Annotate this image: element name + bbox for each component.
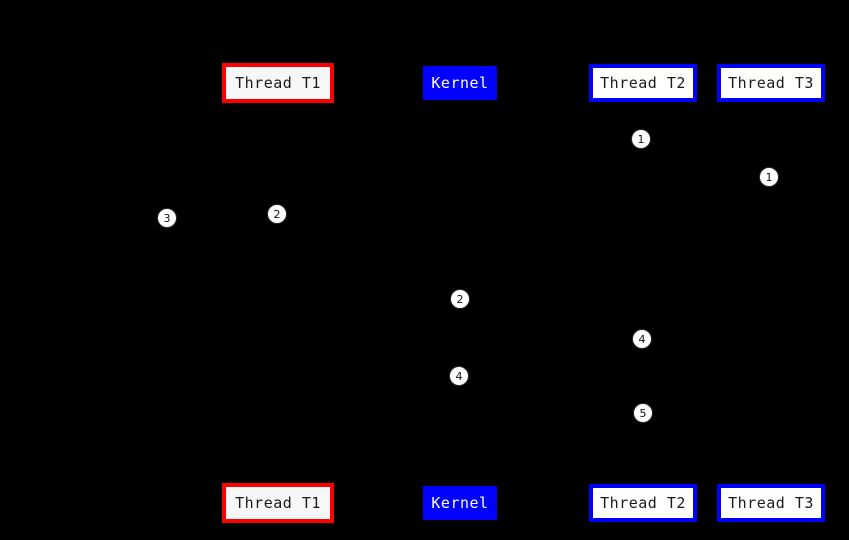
participant-t1-bottom[interactable]: Thread T1	[222, 483, 334, 523]
message-arrow	[459, 310, 643, 340]
participant-t3-bottom[interactable]: Thread T3	[717, 484, 825, 522]
step-badge-4: 4	[632, 329, 652, 349]
participant-label: Kernel	[431, 493, 489, 512]
step-badge-1: 1	[631, 129, 651, 149]
step-badge-2: 2	[450, 289, 470, 309]
message-arrow	[459, 386, 643, 414]
step-badge-number: 2	[273, 207, 281, 221]
participant-t2-bottom[interactable]: Thread T2	[589, 484, 697, 522]
step-badge-number: 5	[639, 406, 647, 420]
message-arrow	[459, 349, 643, 376]
step-badge-4: 4	[449, 366, 469, 386]
message-arrow	[277, 240, 460, 300]
lifeline-t3	[771, 102, 772, 484]
participant-label: Thread T1	[235, 73, 321, 92]
participant-kernel-bottom[interactable]: Kernel	[423, 486, 497, 520]
participant-t2-top[interactable]: Thread T2	[589, 64, 697, 102]
step-badge-number: 1	[637, 132, 645, 146]
participant-t1-top[interactable]: Thread T1	[222, 63, 334, 103]
step-badge-number: 3	[163, 211, 171, 225]
step-badge-number: 4	[455, 369, 463, 383]
participant-kernel-top[interactable]: Kernel	[423, 66, 497, 100]
participant-label: Thread T2	[600, 73, 686, 92]
lifeline-t2	[643, 102, 644, 484]
participant-label: Thread T3	[728, 493, 814, 512]
step-badge-number: 2	[456, 292, 464, 306]
step-badge-number: 4	[638, 332, 646, 346]
message-arrow	[167, 227, 278, 228]
step-badge-5: 5	[633, 403, 653, 423]
lifeline-t1	[278, 103, 279, 483]
participant-t3-top[interactable]: Thread T3	[717, 64, 825, 102]
step-badge-1: 1	[759, 167, 779, 187]
participant-label: Thread T3	[728, 73, 814, 92]
participant-label: Kernel	[431, 73, 489, 92]
step-badge-number: 1	[765, 170, 773, 184]
step-badge-2: 2	[267, 204, 287, 224]
step-badge-3: 3	[157, 208, 177, 228]
participant-label: Thread T2	[600, 493, 686, 512]
participant-label: Thread T1	[235, 493, 321, 512]
